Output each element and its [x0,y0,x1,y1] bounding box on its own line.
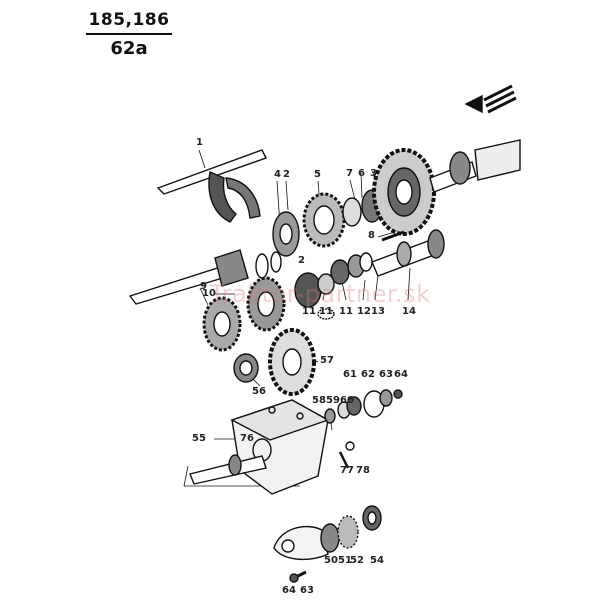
page-header: 185,186 62a [86,10,172,59]
callout-56: 56 [252,386,266,397]
callout-2: 2 [283,169,290,180]
callout-5: 5 [314,169,321,180]
header-divider [86,33,172,35]
callout-78: 78 [356,465,370,476]
callout-61: 61 [343,369,357,380]
callout-50: 50 [324,555,338,566]
callout-1: 1 [196,137,203,148]
callout-77: 77 [340,465,354,476]
gear-9 [202,296,242,352]
input-shaft [429,139,521,193]
bearing-56 [233,353,259,383]
watermark-text: Traktor-partner.sk [210,280,431,308]
callout-55: 55 [192,433,206,444]
callout-64-bottom: 64 [282,585,296,596]
callout-11-a: 11 [302,306,316,317]
direction-arrow-icon [464,84,517,114]
countershaft-14 [371,229,445,277]
callout-54: 54 [370,555,384,566]
callout-13: 13 [371,306,385,317]
gear-4 [272,211,300,257]
callout-63-bottom: 63 [300,585,314,596]
callout-11-c: 11 [339,306,353,317]
callout-59: 59 [326,395,340,406]
page-code: 62a [110,38,148,59]
callout-8: 8 [368,230,375,241]
gear-3 [372,148,436,236]
callout-4: 4 [274,169,281,180]
callout-58: 58 [312,395,326,406]
coupling-assembly [273,505,382,561]
callout-9: 9 [200,281,207,292]
callout-64: 64 [394,369,408,380]
callout-6: 6 [358,168,365,179]
gear-10 [246,276,286,332]
callout-63: 63 [379,369,393,380]
shift-fork [156,149,267,223]
model-numbers: 185,186 [88,10,170,30]
gear-5 [302,192,346,248]
gear-57 [268,328,316,396]
callout-14: 14 [402,306,416,317]
callout-62: 62 [361,369,375,380]
callout-12: 12 [357,306,371,317]
callout-76: 76 [240,433,254,444]
callout-60: 60 [340,395,354,406]
callout-51: 51 [338,555,352,566]
callout-3: 3 [370,168,377,179]
callout-52: 52 [350,555,364,566]
callout-57: 57 [320,355,334,366]
main-shaft [128,249,282,305]
output-shaft-55 [189,454,267,485]
callout-2-lower: 2 [298,255,305,266]
callout-10: 10 [202,288,216,299]
callout-11-b: 11 [319,306,333,317]
housing-76 [230,399,330,495]
callout-7: 7 [346,168,353,179]
